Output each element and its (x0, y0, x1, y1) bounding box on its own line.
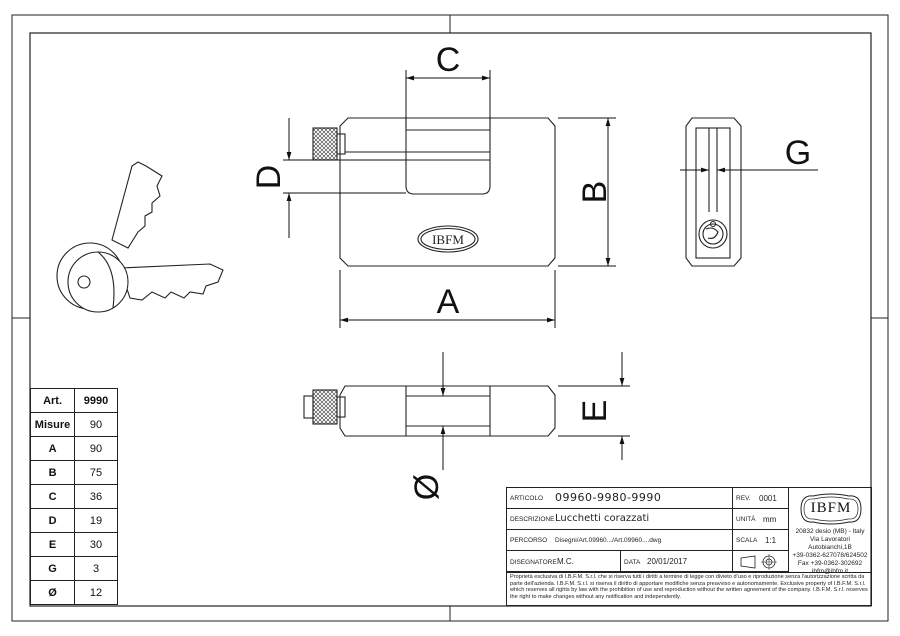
spec-key: B (29, 460, 76, 485)
spec-key: Ø (29, 580, 76, 605)
dimension-b (558, 117, 616, 267)
key-drawing (56, 161, 224, 313)
padlock-side-view (685, 117, 742, 267)
body-logo-oval (417, 225, 479, 253)
spec-value: 30 (74, 532, 118, 557)
spec-header-key: Art. (29, 388, 76, 413)
data-label: DATA (624, 559, 641, 566)
key-head-front (67, 251, 129, 313)
spec-header-value: 9990 (74, 388, 118, 413)
spec-value: 90 (74, 412, 118, 437)
spec-key: D (29, 508, 76, 533)
spec-value: 36 (74, 484, 118, 509)
dimension-label-c: C (436, 41, 461, 79)
unita-value: mm (763, 515, 777, 524)
spec-header-row: Art. 9990 (29, 388, 118, 413)
spec-key: C (29, 484, 76, 509)
padlock-body (339, 117, 556, 267)
key-blade-upper (111, 161, 163, 249)
padlock-top-view (303, 385, 556, 437)
legal-notice: Proprietà esclusiva di I.B.F.M. S.r.l. c… (510, 574, 868, 600)
descrizione-label: DESCRIZIONE (510, 516, 555, 523)
percorso-label: PERCORSO (510, 537, 548, 544)
knurled-end-front (312, 127, 338, 161)
disegnatore-label: DISEGNATORE (510, 559, 557, 566)
unita-label: UNITÀ (736, 516, 756, 523)
spec-value: 90 (74, 436, 118, 461)
dimension-e (558, 352, 630, 460)
address-line: +39-0362-627078/624502 (792, 552, 868, 559)
title-block: ARTICOLO 09960-9980-9990 REV. 0001 DESCR… (506, 487, 872, 606)
company-logo (800, 493, 862, 525)
dimension-label-e: E (576, 400, 614, 423)
dimension-d (283, 118, 406, 238)
rev-label: REV. (736, 495, 751, 502)
address-line: 20832 desio (MB) - Italy (795, 528, 865, 535)
descrizione-value: Lucchetti corazzati (555, 513, 650, 524)
address-line: Via Lavoratori Autobianchi,1B (808, 536, 852, 551)
data-value: 20/01/2017 (647, 557, 688, 566)
spec-key: E (29, 532, 76, 557)
address-line: Fax +39-0362-302692 (797, 560, 863, 567)
disegnatore-value: M.C. (557, 557, 574, 566)
spec-key: Misure (29, 412, 76, 437)
scala-label: SCALA (736, 537, 758, 544)
scala-value: 1:1 (765, 536, 777, 545)
spec-value: 3 (74, 556, 118, 581)
dimension-label-diameter: Ø (408, 474, 446, 500)
dimension-label-a: A (437, 283, 460, 321)
sheet-frame (11, 14, 889, 622)
dimension-c (405, 70, 491, 128)
spec-key: A (29, 436, 76, 461)
spec-value: 12 (74, 580, 118, 605)
percorso-value: Disegni/Art.09960.../Art.09960....dwg (555, 537, 662, 544)
body-logo-text: IBFM (432, 232, 464, 247)
articolo-value: 09960-9980-9990 (555, 491, 662, 504)
address-line: ibfm@ibfm.it (811, 568, 849, 575)
projection-symbol-icon (740, 554, 777, 570)
dimension-label-b: B (576, 181, 614, 204)
dimension-label-d: D (250, 165, 288, 190)
key-blade-lower (119, 263, 224, 301)
dimension-label-g: G (785, 134, 811, 172)
rev-value: 0001 (759, 494, 777, 503)
key-head-hole (77, 275, 91, 289)
dimension-a (339, 270, 556, 328)
spec-value: 19 (74, 508, 118, 533)
spec-value: 75 (74, 460, 118, 485)
company-address: 20832 desio (MB) - Italy Via Lavoratori … (789, 528, 871, 576)
spec-key: G (29, 556, 76, 581)
company-logo-text: IBFM (810, 500, 852, 516)
articolo-label: ARTICOLO (510, 495, 544, 502)
